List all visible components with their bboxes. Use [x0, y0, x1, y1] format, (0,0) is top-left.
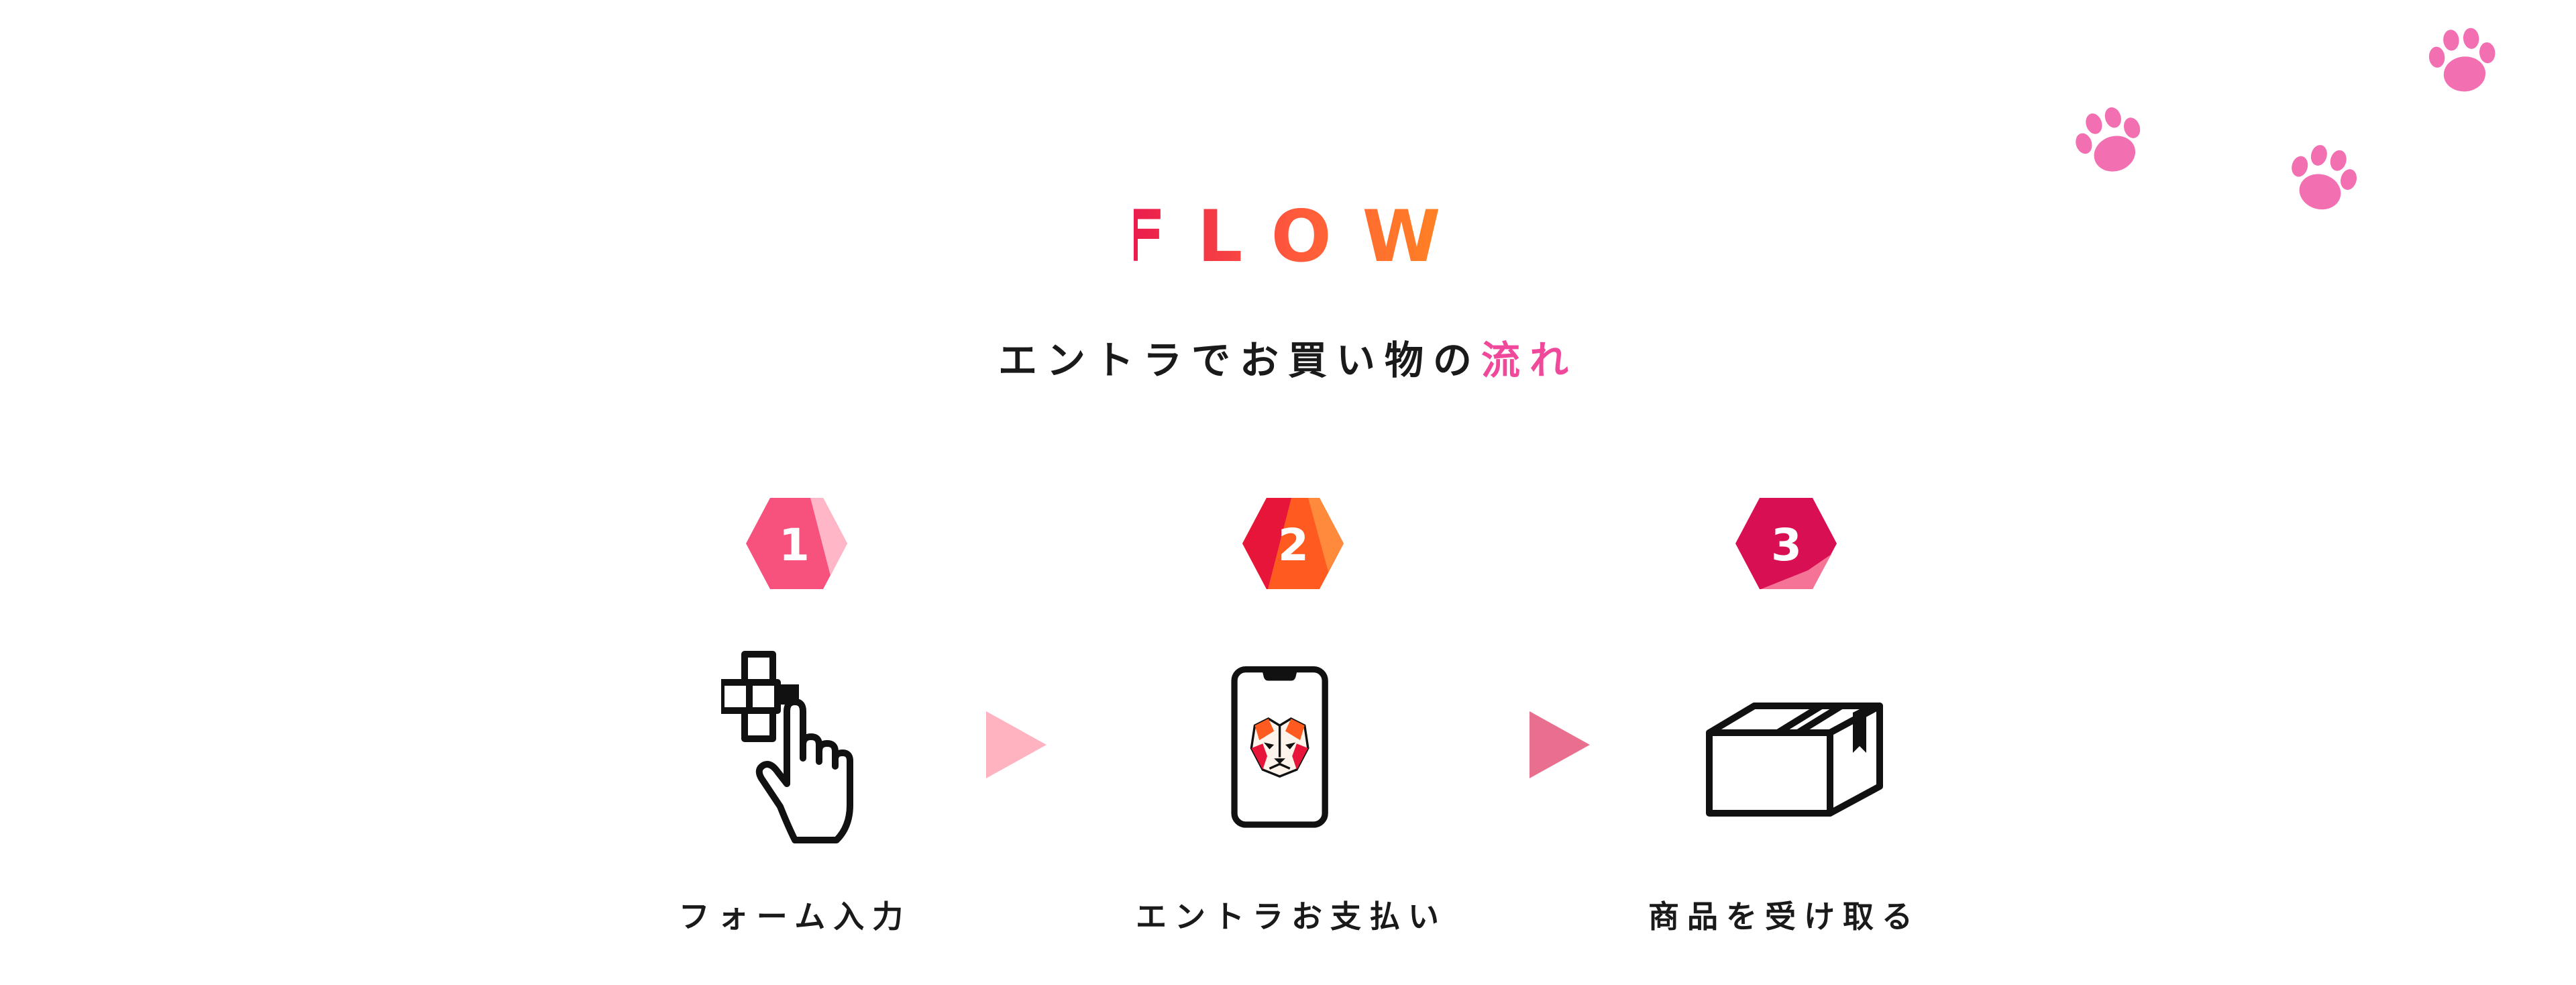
step-label: エントラお支払い	[1136, 898, 1447, 935]
flow-step-3: 3 商品を受け取る	[1610, 497, 1959, 953]
page-title: FLOW	[1134, 198, 1456, 272]
flow-step-2: 2 エントラお支払い	[1117, 497, 1466, 953]
step-number-badge: 1	[746, 498, 847, 589]
step-number: 3	[1771, 519, 1802, 571]
section-subtitle: エントラでお買い物の流れ	[0, 329, 2576, 385]
step-number-badge: 3	[1735, 498, 1837, 589]
flow-step-1: 1 フォーム入力	[621, 497, 969, 953]
paw-print-icon	[2076, 107, 2141, 172]
pointer-hand-icon	[721, 651, 853, 843]
package-box-icon	[1706, 703, 1883, 817]
paw-print-icon	[2428, 28, 2496, 92]
page-title-text: FLOW	[1134, 198, 1456, 272]
subtitle-main: エントラでお買い物の	[998, 338, 1481, 383]
step-label: フォーム入力	[678, 898, 912, 935]
smartphone-tiger-icon	[1231, 666, 1328, 828]
triangle-arrow-icon	[986, 711, 1046, 778]
subtitle-accent: 流れ	[1481, 338, 1578, 383]
step-label: 商品を受け取る	[1648, 898, 1921, 935]
paw-print-icon	[2292, 145, 2357, 210]
step-number: 1	[779, 519, 810, 571]
triangle-arrow-icon	[1529, 711, 1590, 778]
step-number-badge: 2	[1242, 498, 1344, 589]
step-number: 2	[1278, 519, 1309, 571]
